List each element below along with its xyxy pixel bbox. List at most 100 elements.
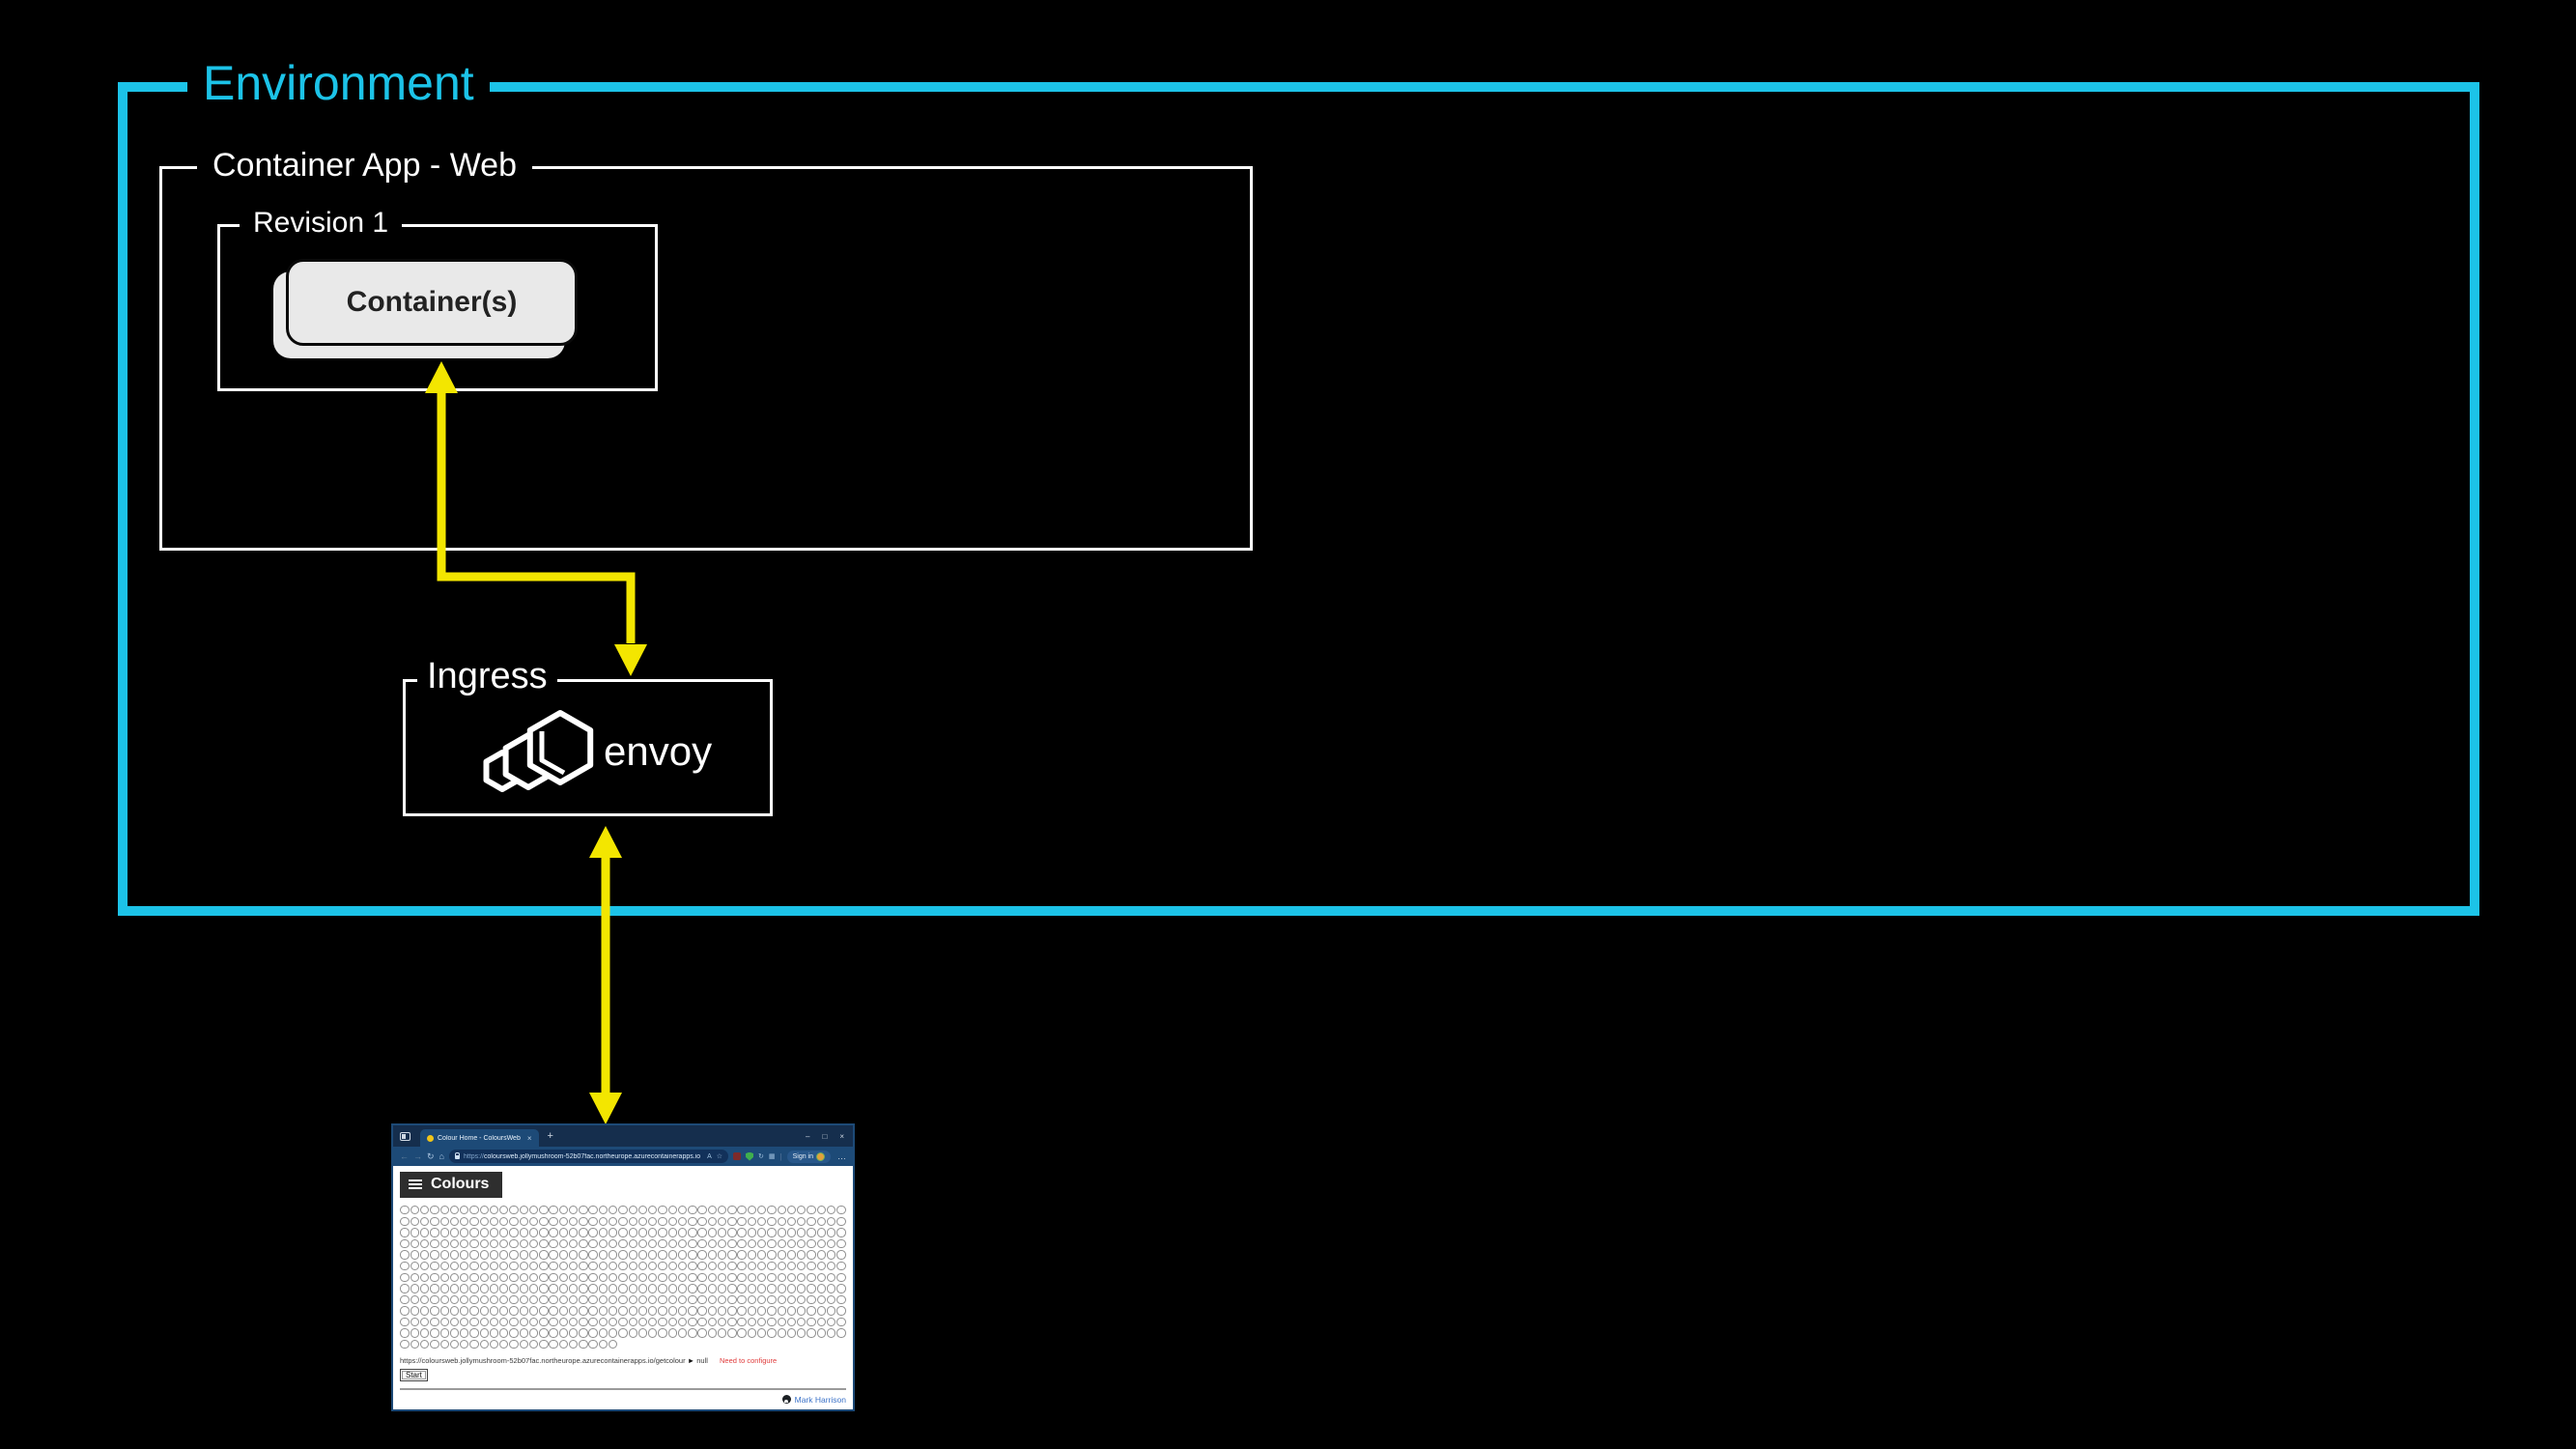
colour-circle — [509, 1284, 519, 1293]
colour-circle — [558, 1206, 569, 1215]
colour-circle — [558, 1328, 569, 1338]
colour-circle — [410, 1206, 420, 1215]
colour-circle — [430, 1261, 439, 1271]
colour-circle — [479, 1272, 489, 1282]
colour-circle — [797, 1328, 807, 1338]
sign-in-button[interactable]: Sign in — [786, 1150, 831, 1163]
colour-circle — [826, 1328, 836, 1338]
colour-circle — [807, 1317, 816, 1327]
colour-circle — [618, 1306, 628, 1316]
colour-circle — [568, 1272, 579, 1282]
colour-circle — [707, 1306, 718, 1316]
colour-circle — [677, 1228, 688, 1237]
colour-circle — [539, 1238, 549, 1249]
containers-label: Container(s) — [346, 286, 518, 318]
sync-icon[interactable]: ↻ — [758, 1152, 764, 1160]
colour-circle — [549, 1272, 558, 1282]
colour-circle — [499, 1238, 509, 1249]
colour-circle — [637, 1317, 648, 1327]
colour-circle — [677, 1206, 688, 1215]
colour-circle — [777, 1272, 786, 1282]
start-button[interactable]: Start — [400, 1368, 428, 1381]
colour-circle — [419, 1216, 430, 1227]
colour-circle — [579, 1206, 588, 1215]
colour-circle — [717, 1216, 727, 1227]
colour-circle — [519, 1284, 529, 1293]
more-menu-icon[interactable]: … — [837, 1151, 846, 1161]
refresh-icon[interactable]: ↻ — [427, 1151, 435, 1161]
colour-circle — [667, 1261, 677, 1271]
colour-circle — [460, 1328, 469, 1338]
adblock-shield-icon[interactable] — [746, 1151, 754, 1161]
read-aloud-icon[interactable]: A — [707, 1152, 712, 1160]
address-bar[interactable]: https://coloursweb.jollymushroom-52b07fa… — [448, 1150, 729, 1163]
colour-circle — [460, 1284, 469, 1293]
colour-circle — [777, 1328, 786, 1338]
colour-circle — [628, 1284, 637, 1293]
back-icon[interactable]: ← — [400, 1151, 409, 1161]
new-tab-icon[interactable]: + — [547, 1130, 553, 1142]
colour-circle — [539, 1306, 549, 1316]
tab-title: Colour Home - ColoursWeb — [438, 1134, 521, 1142]
minimize-button[interactable]: – — [806, 1131, 810, 1141]
ingress-label: Ingress — [417, 658, 557, 695]
collections-icon[interactable]: ▦ — [768, 1152, 776, 1160]
close-tab-icon[interactable]: × — [526, 1133, 532, 1143]
colour-circle — [430, 1284, 439, 1293]
colour-circle — [489, 1261, 499, 1271]
favorite-star-icon[interactable]: ☆ — [716, 1152, 723, 1160]
colour-circle — [439, 1328, 449, 1338]
colour-circle — [648, 1228, 658, 1237]
colour-circle — [836, 1228, 846, 1237]
colour-circle — [609, 1317, 618, 1327]
colour-circle — [697, 1206, 707, 1215]
home-icon[interactable]: ⌂ — [439, 1151, 444, 1161]
extension-icon[interactable] — [733, 1152, 742, 1160]
maximize-button[interactable]: □ — [822, 1131, 828, 1141]
colour-circle — [588, 1284, 598, 1293]
browser-tab[interactable]: Colour Home - ColoursWeb × — [420, 1129, 539, 1147]
colour-circle — [826, 1238, 836, 1249]
colour-circle — [519, 1228, 529, 1237]
hamburger-menu-icon[interactable] — [409, 1179, 422, 1189]
colour-circle — [509, 1238, 519, 1249]
colour-circle — [430, 1306, 439, 1316]
colour-circle — [628, 1328, 637, 1338]
colour-circle — [757, 1284, 767, 1293]
colour-circle — [648, 1272, 658, 1282]
colour-circle — [737, 1294, 747, 1305]
colour-circle — [637, 1228, 648, 1237]
close-window-button[interactable]: × — [839, 1131, 844, 1141]
colour-circle — [667, 1228, 677, 1237]
colour-circle — [439, 1216, 449, 1227]
colour-circle — [568, 1228, 579, 1237]
author-link[interactable]: Mark Harrison — [794, 1394, 846, 1405]
colour-circle — [677, 1317, 688, 1327]
colour-circle — [777, 1317, 786, 1327]
colour-circle — [797, 1228, 807, 1237]
colour-circle — [400, 1317, 410, 1327]
api-url: https://coloursweb.jollymushroom-52b07fa… — [400, 1355, 686, 1365]
colour-circle — [757, 1261, 767, 1271]
colour-circle — [449, 1284, 460, 1293]
colour-circle — [539, 1216, 549, 1227]
colour-circle — [528, 1228, 539, 1237]
colour-circle — [797, 1284, 807, 1293]
colour-circle — [688, 1216, 697, 1227]
colour-circle — [816, 1317, 826, 1327]
colour-circle — [499, 1216, 509, 1227]
colour-circle — [667, 1306, 677, 1316]
colour-grid — [400, 1205, 848, 1350]
colour-circle — [826, 1317, 836, 1327]
colour-circle — [439, 1206, 449, 1215]
colour-circle — [688, 1284, 697, 1293]
forward-icon[interactable]: → — [413, 1151, 422, 1161]
colour-circle — [489, 1250, 499, 1260]
colour-circle — [688, 1306, 697, 1316]
colour-circle — [439, 1250, 449, 1260]
tab-actions-icon[interactable] — [400, 1131, 410, 1141]
colour-circle — [737, 1317, 747, 1327]
colour-circle — [658, 1238, 667, 1249]
colour-circle — [469, 1250, 479, 1260]
colour-circle — [528, 1261, 539, 1271]
